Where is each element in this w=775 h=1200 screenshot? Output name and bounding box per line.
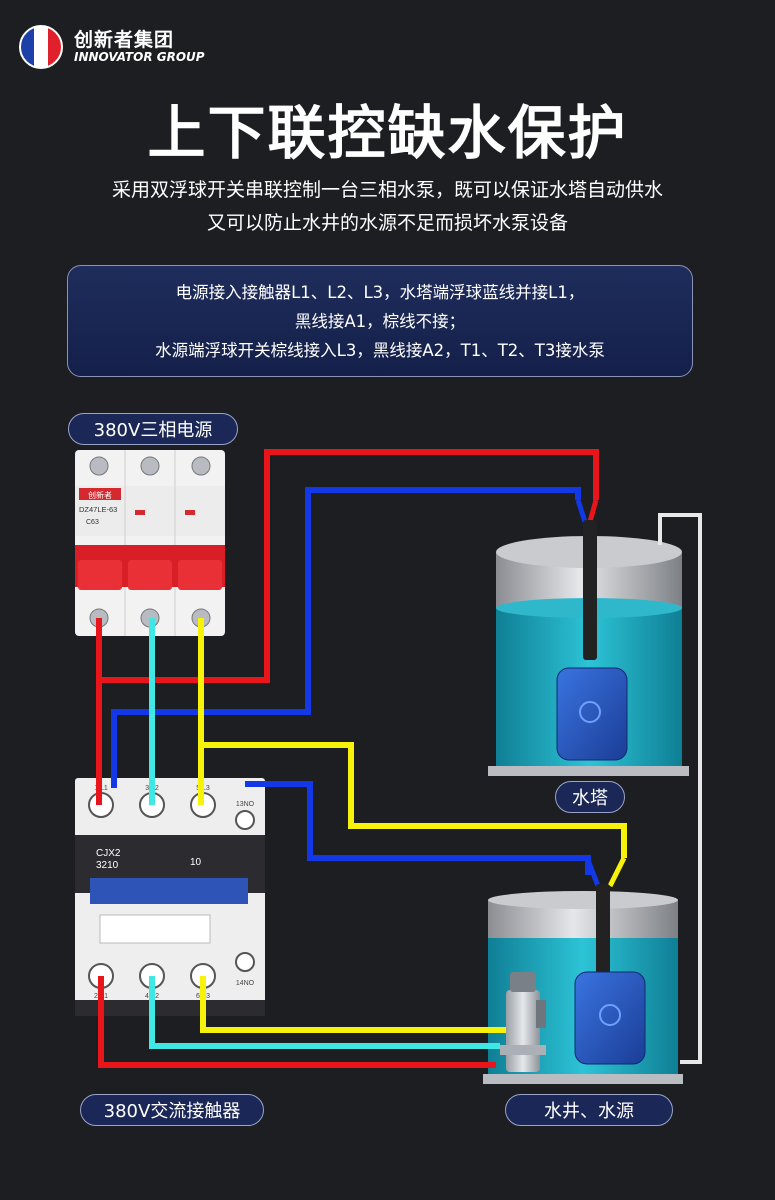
supply-pipe xyxy=(658,513,702,1064)
page-title: 上下联控缺水保护 xyxy=(147,99,628,167)
svg-text:3210: 3210 xyxy=(96,860,119,871)
terminal-label: 13NO xyxy=(236,801,255,808)
label-power-supply: 380V三相电源 xyxy=(68,413,238,445)
breaker-model: DZ47LE-63 xyxy=(79,505,117,514)
circuit-breaker: 创新者 DZ47LE-63 C63 xyxy=(75,450,225,636)
breaker-brand: 创新者 xyxy=(88,490,112,500)
breaker-rating: C63 xyxy=(86,519,99,526)
subtitle-line-1: 采用双浮球开关串联控制一台三相水泵，既可以保证水塔自动供水 xyxy=(111,179,663,201)
subtitle-line-2: 又可以防止水井的水源不足而损坏水泵设备 xyxy=(206,212,568,234)
instruction-line-1: 电源接入接触器L1、L2、L3，水塔端浮球蓝线并接L1， xyxy=(175,282,585,302)
contactor-model: CJX2 xyxy=(96,848,121,859)
brand-name-cn: 创新者集团 xyxy=(74,28,175,51)
brand-logo: 创新者集团 INNOVATOR GROUP xyxy=(18,24,205,70)
instruction-line-3: 水源端浮球开关棕线接入L3，黑线接A2，T1、T2、T3接水泵 xyxy=(155,340,605,360)
submersible-pump xyxy=(500,972,546,1072)
label-water-tower: 水塔 xyxy=(555,781,625,813)
well-float-switch xyxy=(574,856,646,1065)
instruction-line-2: 黑线接A1，棕线不接； xyxy=(294,311,466,331)
wiring-instructions-box: 电源接入接触器L1、L2、L3，水塔端浮球蓝线并接L1， 黑线接A1，棕线不接；… xyxy=(67,265,693,377)
wires xyxy=(96,449,627,1068)
contactor-code: 10 xyxy=(190,857,202,868)
french-flag-icon xyxy=(19,25,63,69)
tower-float-switch xyxy=(556,499,628,761)
breaker-brand-badge xyxy=(79,488,121,500)
brand-name-en: INNOVATOR GROUP xyxy=(74,49,205,64)
terminal-label: 14NO xyxy=(236,980,255,987)
label-water-well: 水井、水源 xyxy=(505,1094,673,1126)
label-contactor: 380V交流接触器 xyxy=(80,1094,264,1126)
